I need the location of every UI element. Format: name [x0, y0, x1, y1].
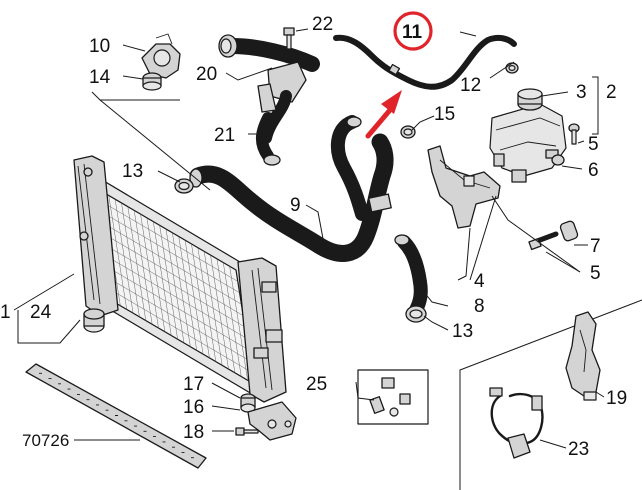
- radiator[interactable]: [73, 155, 287, 403]
- callout-12[interactable]: 12: [460, 75, 481, 96]
- callout-1[interactable]: 1: [0, 302, 11, 323]
- strip-holes: [39, 372, 194, 459]
- callout-4[interactable]: 4: [474, 271, 485, 292]
- bolt-part-5-upper[interactable]: [568, 123, 580, 145]
- callout-13-upper[interactable]: 13: [122, 161, 143, 182]
- callout-6[interactable]: 6: [588, 160, 599, 181]
- bolt-part-5-lower[interactable]: [528, 231, 559, 251]
- callout-7[interactable]: 7: [590, 236, 601, 257]
- hose-clamp-part-13-upper[interactable]: [174, 178, 194, 194]
- grommet-part-14[interactable]: [142, 72, 162, 91]
- overflow-hose-part-11[interactable]: [333, 34, 517, 90]
- radiator-lower-seal-strip[interactable]: [25, 363, 207, 469]
- highlight-circle: [393, 11, 433, 51]
- hose-part-8[interactable]: [394, 234, 428, 317]
- mount-part-24[interactable]: [83, 308, 105, 333]
- callout-24[interactable]: 24: [30, 302, 52, 323]
- callout-3[interactable]: 3: [576, 82, 587, 103]
- screw-part-18[interactable]: [235, 427, 259, 436]
- tank-cap-part-3[interactable]: [517, 88, 543, 111]
- callout-17[interactable]: 17: [183, 374, 204, 395]
- hose-clamp-part-15[interactable]: [400, 125, 416, 139]
- bushing-part-17[interactable]: [240, 393, 256, 413]
- callout-11[interactable]: 11: [402, 22, 423, 43]
- hardware-kit-items: [369, 377, 411, 417]
- callout-18[interactable]: 18: [183, 422, 204, 443]
- coolant-pipe-part-20[interactable]: [218, 34, 320, 144]
- callout-8[interactable]: 8: [474, 296, 485, 317]
- callout-2[interactable]: 2: [606, 82, 617, 103]
- bracket-part-16[interactable]: [247, 401, 297, 441]
- expansion-tank-part-2[interactable]: [489, 103, 567, 183]
- leader-lines: [13, 28, 605, 449]
- callout-22[interactable]: 22: [312, 14, 333, 35]
- spacer-part-7[interactable]: [559, 220, 579, 242]
- hose-clamp-part-13-lower[interactable]: [405, 305, 427, 323]
- harness-part-23[interactable]: [489, 387, 544, 459]
- callout-23[interactable]: 23: [568, 439, 589, 460]
- bolt-part-22[interactable]: [283, 27, 295, 50]
- grommet-part-6[interactable]: [551, 154, 565, 166]
- highlight-arrow: [365, 90, 402, 139]
- figure-code: 70726: [22, 431, 69, 450]
- callout-10[interactable]: 10: [89, 36, 110, 57]
- mounting-bracket-part-4[interactable]: [427, 145, 501, 229]
- hose-part-21[interactable]: [256, 112, 281, 166]
- callout-25[interactable]: 25: [306, 374, 327, 395]
- clip-part-12[interactable]: [505, 62, 519, 74]
- callout-16[interactable]: 16: [183, 397, 204, 418]
- callout-14[interactable]: 14: [89, 67, 111, 88]
- callout-20[interactable]: 20: [196, 64, 217, 85]
- callout-21[interactable]: 21: [214, 125, 235, 146]
- callout-19[interactable]: 19: [606, 388, 627, 409]
- callout-13-lower[interactable]: 13: [452, 321, 473, 342]
- callout-labels: 10 14 20 22 21 13 9 15 12 11 3 2 5 6 7 5…: [0, 14, 627, 460]
- bracket-part-10[interactable]: [141, 33, 181, 79]
- upper-hose-loop[interactable]: [330, 115, 369, 221]
- wiring-bracket-part-19[interactable]: [565, 311, 601, 401]
- radiator-hose-part-9[interactable]: [189, 133, 394, 262]
- radiator-core-grid: [97, 191, 253, 381]
- callout-5-upper[interactable]: 5: [588, 134, 599, 155]
- callout-15[interactable]: 15: [434, 104, 455, 125]
- callout-5-lower[interactable]: 5: [590, 263, 601, 284]
- callout-9[interactable]: 9: [290, 195, 301, 216]
